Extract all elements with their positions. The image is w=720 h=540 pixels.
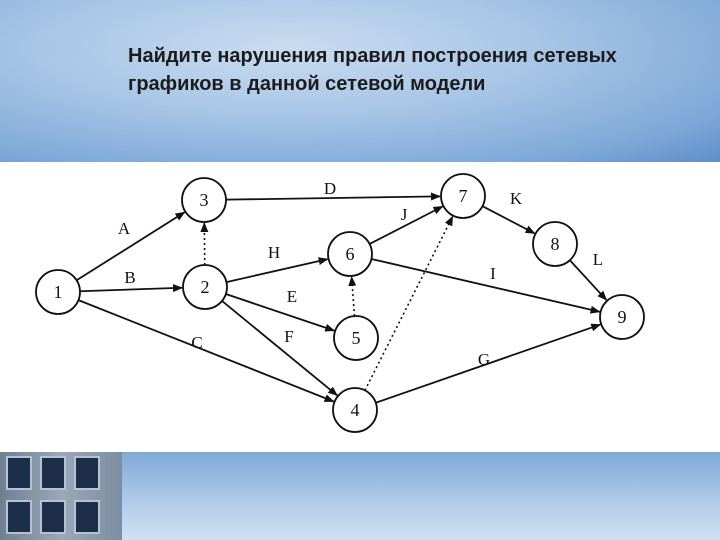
slide-title: Найдите нарушения правил построения сете… bbox=[128, 45, 617, 95]
edge-label-L: L bbox=[593, 250, 603, 269]
edge-label-K: K bbox=[510, 189, 523, 208]
edge-6-9 bbox=[371, 258, 601, 314]
node-8: 8 bbox=[532, 221, 578, 267]
node-1: 1 bbox=[35, 269, 81, 315]
node-5: 5 bbox=[333, 315, 379, 361]
slide-header: Найдите нарушения правил построения сете… bbox=[0, 0, 720, 162]
edge-label-D: D bbox=[324, 179, 336, 198]
edge-7-8 bbox=[482, 205, 536, 235]
edge-2-6 bbox=[226, 257, 329, 283]
edge-label-B: B bbox=[124, 268, 135, 287]
node-label: 9 bbox=[618, 307, 627, 327]
edge-5-6 bbox=[348, 275, 357, 317]
node-circle bbox=[333, 315, 379, 361]
edge-label-E: E bbox=[287, 287, 297, 306]
node-7: 7 bbox=[440, 173, 486, 219]
diagram-panel: A B C H E F D J I G K L 1 2 3 4 5 6 7 8 9 bbox=[0, 162, 720, 452]
node-circle bbox=[440, 173, 486, 219]
node-label: 3 bbox=[200, 190, 209, 210]
node-label: 8 bbox=[551, 234, 560, 254]
edge-label-F: F bbox=[284, 327, 293, 346]
node-3: 3 bbox=[181, 177, 227, 223]
network-diagram: A B C H E F D J I G K L 1 2 3 4 5 6 7 8 9 bbox=[35, 173, 645, 433]
edge-4-9 bbox=[375, 323, 602, 404]
node-circle bbox=[532, 221, 578, 267]
edge-label-I: I bbox=[490, 264, 496, 283]
node-circle bbox=[35, 269, 81, 315]
edge-2-4 bbox=[221, 300, 338, 397]
node-label: 2 bbox=[201, 277, 210, 297]
node-label: 5 bbox=[352, 328, 361, 348]
edge-label-C: C bbox=[191, 333, 202, 352]
node-label: 4 bbox=[351, 400, 360, 420]
edge-3-7 bbox=[225, 192, 442, 201]
edge-2-5 bbox=[225, 293, 336, 332]
building-image bbox=[0, 452, 122, 540]
node-circle bbox=[332, 387, 378, 433]
node-4: 4 bbox=[332, 387, 378, 433]
edge-1-4 bbox=[78, 299, 335, 403]
node-9: 9 bbox=[599, 294, 645, 340]
edge-1-2 bbox=[79, 284, 184, 293]
node-label: 7 bbox=[459, 186, 468, 206]
edge-1-3 bbox=[76, 211, 186, 282]
edge-label-H: H bbox=[268, 243, 280, 262]
node-circle bbox=[182, 264, 228, 310]
node-label: 6 bbox=[346, 244, 355, 264]
node-circle bbox=[327, 231, 373, 277]
node-6: 6 bbox=[327, 231, 373, 277]
edge-8-9 bbox=[569, 259, 608, 301]
node-circle bbox=[181, 177, 227, 223]
edge-label-J: J bbox=[401, 205, 408, 224]
edge-label-A: A bbox=[118, 219, 131, 238]
node-circle bbox=[599, 294, 645, 340]
edge-6-7 bbox=[369, 205, 444, 245]
edge-4-7 bbox=[364, 215, 454, 391]
edge-label-G: G bbox=[478, 350, 490, 369]
node-label: 1 bbox=[54, 282, 63, 302]
node-2: 2 bbox=[182, 264, 228, 310]
